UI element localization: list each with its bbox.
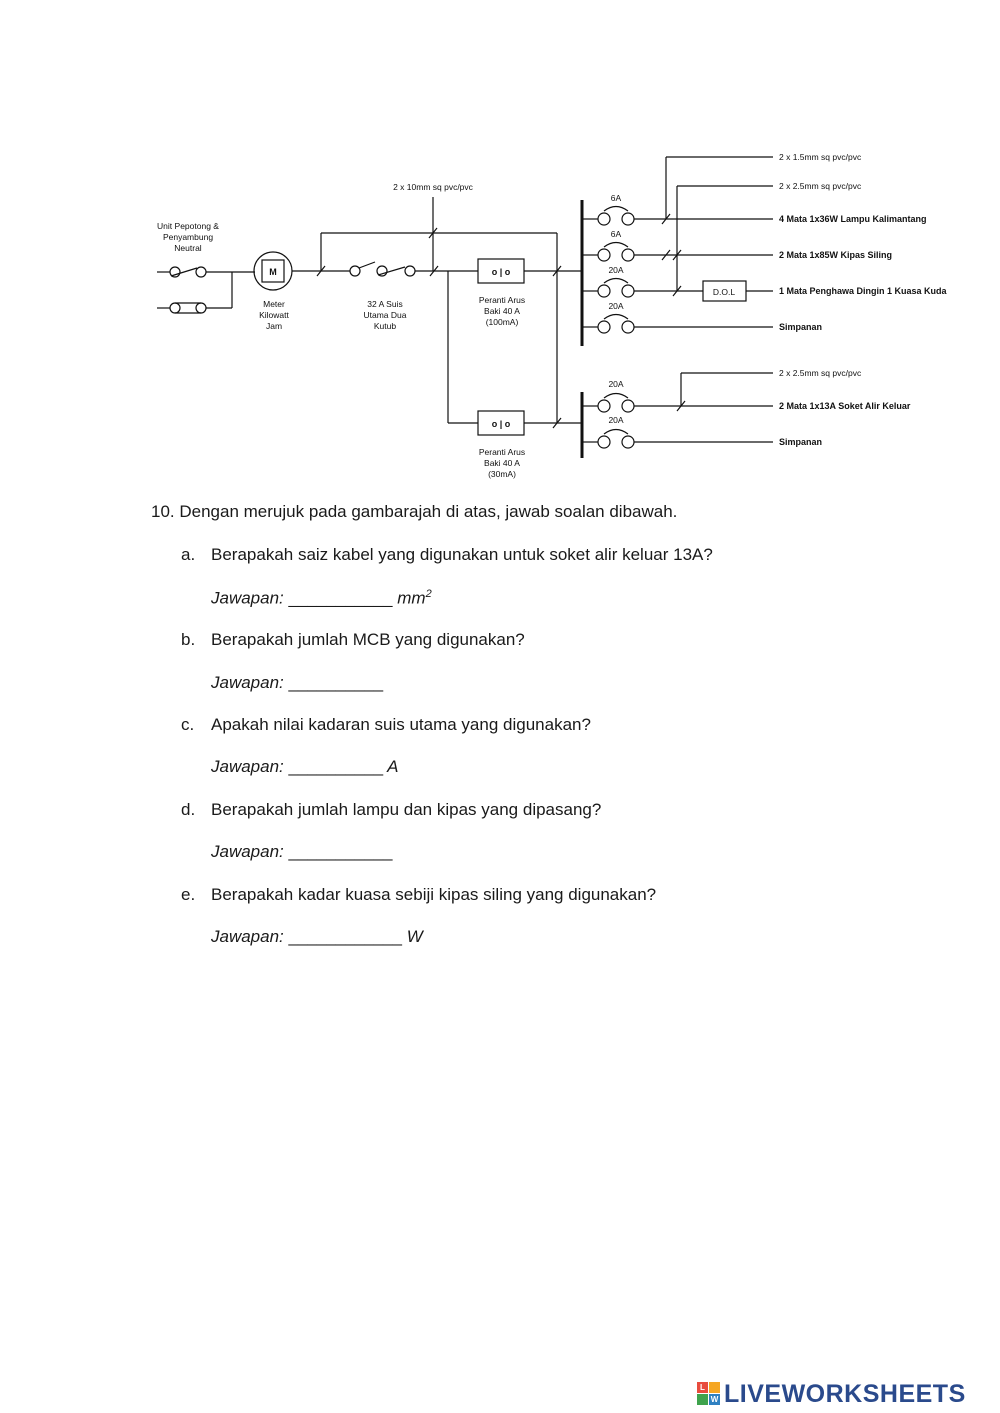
switch-label-3: Kutub — [374, 321, 396, 331]
question-a: a. Berapakah saiz kabel yang digunakan un… — [181, 545, 713, 565]
question-c-letter: c. — [181, 715, 195, 734]
question-e: e. Berapakah kadar kuasa sebiji kipas sil… — [181, 885, 656, 905]
meter-label-2: Kilowatt — [259, 310, 289, 320]
upper-rating-1: 6A — [611, 193, 622, 203]
answer-d-blank[interactable]: ___________ — [288, 842, 393, 861]
meter-label-3: Jam — [266, 321, 282, 331]
answer-a[interactable]: Jawapan: ___________ mm2 — [211, 588, 432, 609]
question-c: c. Apakah nilai kadaran suis utama yang d… — [181, 715, 591, 735]
question-c-text: Apakah nilai kadaran suis utama yang dig… — [211, 715, 591, 734]
question-a-letter: a. — [181, 545, 196, 564]
meter-symbol: M — [269, 267, 277, 277]
answer-e-blank[interactable]: ____________ — [288, 927, 402, 946]
answer-a-unit: mm — [397, 588, 426, 608]
answer-e-unit: W — [406, 927, 423, 946]
rccb2-symbol: o | o — [492, 419, 511, 429]
upper-circuit-1: 4 Mata 1x36W Lampu Kalimantang — [779, 214, 927, 224]
question-d: d. Berapakah jumlah lampu dan kipas yang … — [181, 800, 601, 820]
rccb2-label-1: Peranti Arus — [479, 447, 525, 457]
lower-circuit-1: 2 Mata 1x13A Soket Alir Keluar — [779, 401, 911, 411]
rccb1-label-1: Peranti Arus — [479, 295, 525, 305]
meter-label-1: Meter — [263, 299, 285, 309]
answer-c-label: Jawapan: — [211, 757, 284, 776]
answer-c[interactable]: Jawapan: __________ A — [211, 757, 399, 777]
rccb1-label-2: Baki 40 A — [484, 306, 520, 316]
question-title: 10. Dengan merujuk pada gambarajah di at… — [151, 502, 678, 521]
upper-cable-2: 2 x 2.5mm sq pvc/pvc — [779, 181, 862, 191]
rccb2-label-2: Baki 40 A — [484, 458, 520, 468]
question-e-text: Berapakah kadar kuasa sebiji kipas silin… — [211, 885, 657, 904]
lower-rating-2: 20A — [608, 415, 623, 425]
question-b-text: Berapakah jumlah MCB yang digunakan? — [211, 630, 525, 649]
upper-rating-2: 6A — [611, 229, 622, 239]
question-b-letter: b. — [181, 630, 196, 649]
incoming-label-3: Neutral — [174, 243, 202, 253]
main-cable-label: 2 x 10mm sq pvc/pvc — [393, 182, 474, 192]
answer-d[interactable]: Jawapan: ___________ — [211, 842, 393, 862]
incoming-label-2: Penyambung — [163, 232, 213, 242]
answer-b[interactable]: Jawapan: __________ — [211, 673, 383, 693]
answer-a-label: Jawapan: — [211, 588, 284, 608]
question-d-letter: d. — [181, 800, 196, 819]
answer-c-blank[interactable]: __________ — [288, 757, 384, 776]
answer-e[interactable]: Jawapan: ____________ W — [211, 927, 423, 947]
upper-cable-1: 2 x 1.5mm sq pvc/pvc — [779, 152, 862, 162]
question-b: b. Berapakah jumlah MCB yang digunakan? — [181, 630, 525, 650]
switch-label-2: Utama Dua — [364, 310, 407, 320]
answer-a-unit-sup: 2 — [425, 588, 432, 600]
answer-b-label: Jawapan: — [211, 673, 284, 692]
rccb1-label-3: (100mA) — [486, 317, 519, 327]
question-d-text: Berapakah jumlah lampu dan kipas yang di… — [211, 800, 602, 819]
rccb1-symbol: o | o — [492, 267, 511, 277]
answer-a-blank[interactable]: ___________ — [288, 588, 393, 608]
answer-c-unit: A — [387, 757, 399, 776]
logo-icon: L W — [697, 1382, 721, 1406]
lower-cable: 2 x 2.5mm sq pvc/pvc — [779, 368, 862, 378]
dol-label: D.O.L — [713, 287, 735, 297]
liveworksheets-logo[interactable]: L W LIVEWORKSHEETS — [697, 1377, 966, 1411]
rccb2-label-3: (30mA) — [488, 469, 516, 479]
question-e-letter: e. — [181, 885, 196, 904]
incoming-label-1: Unit Pepotong & — [157, 221, 219, 231]
answer-b-blank[interactable]: __________ — [288, 673, 384, 692]
logo-text: LIVEWORKSHEETS — [724, 1379, 966, 1408]
upper-circuit-4: Simpanan — [779, 322, 822, 332]
lower-circuit-2: Simpanan — [779, 437, 822, 447]
upper-rating-4: 20A — [608, 301, 623, 311]
switch-label-1: 32 A Suis — [367, 299, 402, 309]
lower-rating-1: 20A — [608, 379, 623, 389]
question-a-text: Berapakah saiz kabel yang digunakan untu… — [211, 545, 713, 564]
answer-d-label: Jawapan: — [211, 842, 284, 861]
upper-circuit-3: 1 Mata Penghawa Dingin 1 Kuasa Kuda — [779, 286, 948, 296]
upper-rating-3: 20A — [608, 265, 623, 275]
answer-e-label: Jawapan: — [211, 927, 284, 946]
upper-circuit-2: 2 Mata 1x85W Kipas Siling — [779, 250, 892, 260]
